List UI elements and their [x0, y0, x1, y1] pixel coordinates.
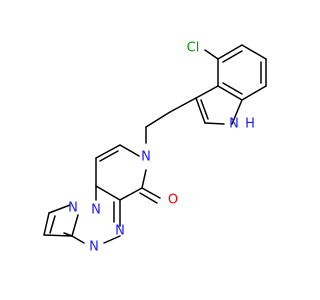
pyrazole-nitrogen-1-label: N	[91, 203, 101, 218]
pyridinone-nitrogen-label: N	[141, 150, 151, 165]
triazine-nitrogen-2-label: N	[89, 240, 99, 255]
indole-hydrogen-label: H	[245, 117, 255, 132]
triazine-ring	[71, 185, 121, 244]
molecule-structure: Cl N H N O N N N N	[43, 41, 267, 255]
indole-pyrrole-ring	[195, 85, 243, 125]
indole-nitrogen-label: N	[229, 117, 239, 132]
pyridinone-ring	[95, 144, 147, 201]
carbonyl-oxygen-label: O	[168, 193, 178, 208]
indole-benzene-ring	[217, 44, 267, 101]
chloro-bond	[204, 49, 219, 60]
pyrazole-nitrogen-2-label: N	[68, 201, 78, 216]
carbonyl	[139, 187, 161, 204]
pyrazole-ring	[43, 204, 73, 237]
chlorine-atom-label: Cl	[187, 41, 200, 56]
ethyl-linker	[145, 97, 197, 144]
triazine-nitrogen-1-label: N	[115, 224, 125, 239]
